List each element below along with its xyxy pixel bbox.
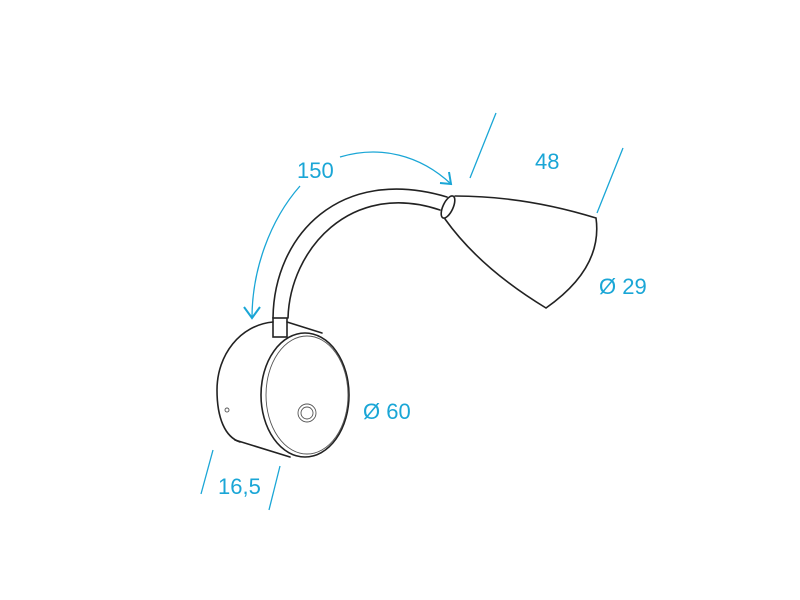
- arrow-head-right: [439, 171, 453, 186]
- arm-length-label: 150: [297, 158, 334, 183]
- shade-diameter-label: Ø 29: [599, 274, 647, 299]
- shade-length-extension-left: [469, 112, 497, 179]
- lamp-shade: [440, 195, 598, 309]
- depth-extension-right: [268, 465, 281, 511]
- shade-length-label: 48: [535, 149, 560, 174]
- shade-length-extension-right: [596, 147, 624, 214]
- switch-button: [297, 403, 317, 423]
- flexible-arm: [272, 188, 448, 319]
- base-diameter-label: Ø 60: [363, 399, 411, 424]
- dimension-lines: [200, 112, 624, 511]
- base-depth-label: 16,5: [218, 474, 261, 499]
- arm-arc-right: [339, 151, 452, 185]
- arrow-head-left: [243, 306, 261, 320]
- depth-extension-left: [200, 449, 214, 495]
- arm-arc-left: [251, 185, 301, 319]
- wall-base: [216, 317, 350, 458]
- indicator-hole: [224, 407, 230, 413]
